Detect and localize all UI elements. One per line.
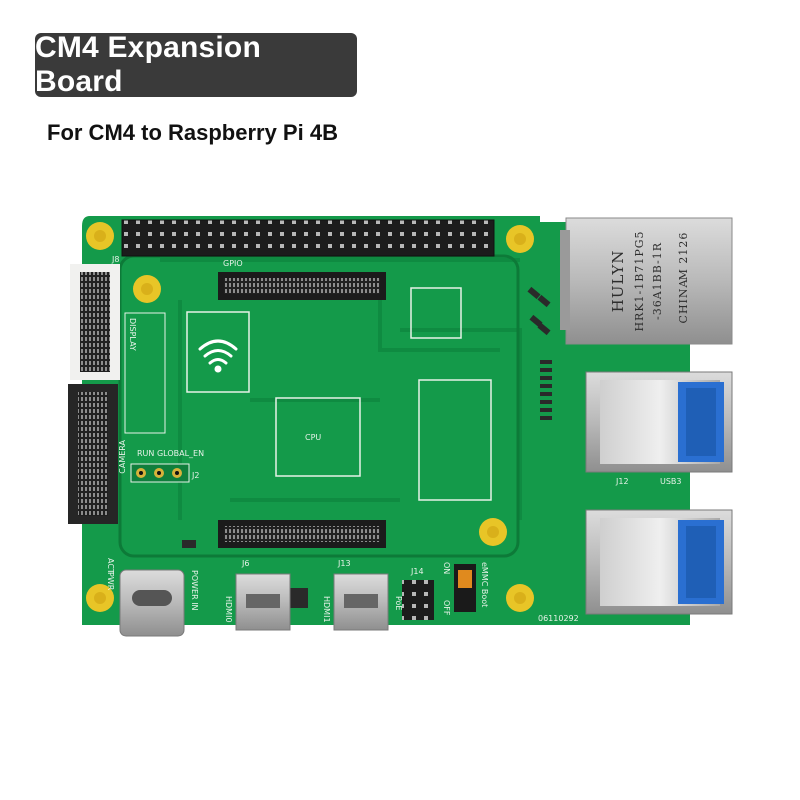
display-connector — [70, 264, 120, 380]
mount-holes — [86, 222, 534, 612]
label-j8: J8 — [111, 255, 119, 264]
title-badge: CM4 Expansion Board — [35, 31, 357, 98]
label-j6: J6 — [241, 559, 249, 568]
label-power-in: POWER IN — [190, 570, 199, 611]
memory-outline — [418, 379, 492, 501]
label-j13: J13 — [337, 559, 351, 568]
label-act: ACT — [106, 558, 115, 574]
eth-brand: HULYN — [609, 250, 627, 313]
gpio-header — [121, 219, 495, 257]
label-cpu: CPU — [305, 433, 321, 442]
label-camera: CAMERA — [118, 439, 127, 473]
cpu-outline — [275, 397, 361, 477]
eth-part1: HRK1-1B71PG5 — [633, 230, 646, 331]
page-subtitle: For CM4 to Raspberry Pi 4B — [47, 120, 338, 145]
hdmi1-port — [333, 573, 389, 631]
ethernet-jack: HULYN HRK1-1B71PG5 -36A1BB-1R CHINA M 21… — [560, 217, 733, 345]
page-title: CM4 Expansion Board — [35, 31, 261, 98]
serial-number: 06110292 — [538, 614, 579, 623]
label-j12: J12 — [615, 477, 629, 486]
run-global-en-header — [130, 463, 190, 483]
poe-header — [402, 580, 434, 620]
label-j14: J14 — [410, 567, 424, 576]
label-run-global-en: RUN GLOBAL_EN — [137, 449, 204, 458]
label-usb3: USB3 — [660, 477, 682, 486]
eth-code: M 2126 — [677, 232, 690, 281]
cm4-connector-top — [218, 272, 386, 300]
label-hdmi0: HDMI0 — [224, 596, 233, 623]
label-off: OFF — [442, 600, 451, 616]
label-emmc-boot: eMMC Boot — [480, 562, 489, 607]
label-j2: J2 — [191, 471, 199, 480]
label-pwr: PWR — [106, 572, 115, 591]
usb3-port-bottom — [585, 509, 733, 615]
passive-components — [182, 286, 552, 608]
hdmi0-port — [235, 573, 291, 631]
emmc-boot-switch — [454, 564, 476, 612]
usb-c-power-port — [119, 569, 185, 637]
label-hdmi1: HDMI1 — [322, 596, 331, 623]
label-on: ON — [442, 562, 451, 574]
label-poe: PoE — [394, 596, 403, 611]
cm4-connector-bottom — [218, 520, 386, 548]
eth-part2: -36A1BB-1R — [651, 242, 664, 320]
camera-connector — [68, 384, 118, 524]
wifi-antenna-area — [186, 311, 250, 393]
wifi-icon — [198, 339, 238, 373]
label-display: DISPLAY — [128, 318, 137, 351]
eth-origin: CHINA — [677, 278, 690, 323]
chip-outline — [410, 287, 462, 339]
usb3-port-top — [585, 371, 733, 473]
label-gpio: GPIO — [223, 259, 243, 268]
